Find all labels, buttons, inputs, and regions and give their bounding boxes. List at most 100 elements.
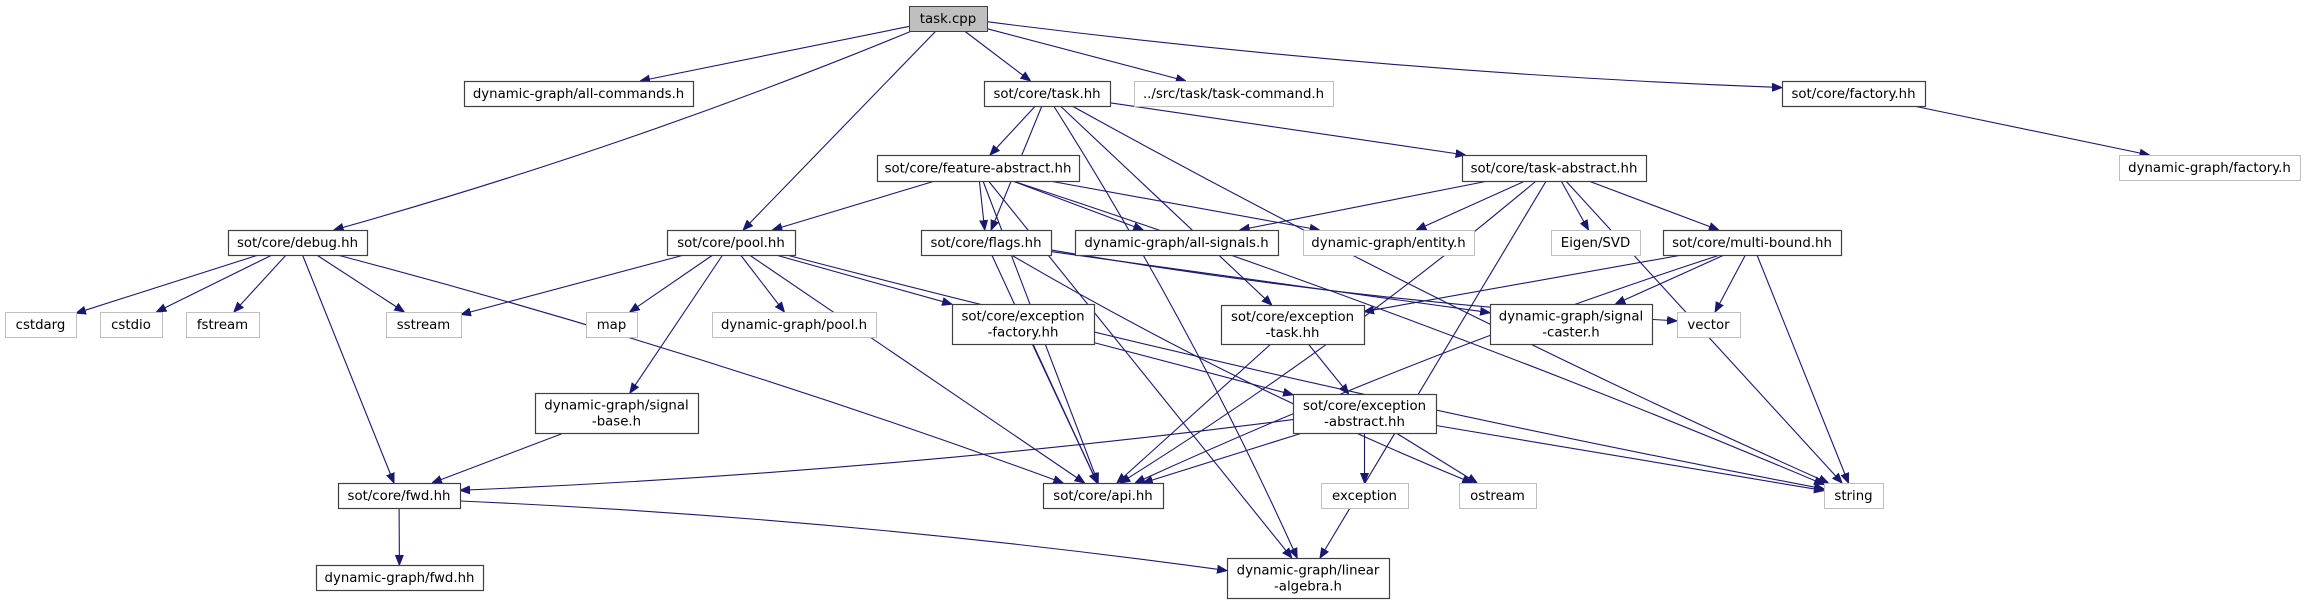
- node-label: dynamic-graph/entity.h: [1311, 236, 1465, 251]
- nodes-layer: task.cpp dynamic-graph/all-commands.h sot/…: [5, 6, 2301, 600]
- node-task-abstract[interactable]: sot/core/task-abstract.hh: [1461, 154, 1648, 183]
- node-label: sot/core/pool.hh: [677, 236, 785, 251]
- node-ostream: ostream: [1459, 483, 1537, 509]
- edge-factory-hh-to-dg-factory: [1913, 105, 2150, 155]
- node-all-commands[interactable]: dynamic-graph/all-commands.h: [463, 80, 695, 108]
- node-signal-caster[interactable]: dynamic-graph/signal-caster.h: [1489, 303, 1654, 346]
- node-exception-abstract[interactable]: sot/core/exception-abstract.hh: [1292, 393, 1438, 435]
- node-label: dynamic-graph/signal: [1499, 310, 1643, 325]
- node-label: Eigen/SVD: [1561, 236, 1630, 251]
- node-all-signals[interactable]: dynamic-graph/all-signals.h: [1074, 229, 1280, 257]
- node-entity-h: dynamic-graph/entity.h: [1303, 230, 1475, 256]
- node-box: [227, 229, 369, 257]
- node-label: ostream: [1470, 489, 1525, 504]
- edge-exception-task-to-exception-abstract: [1307, 343, 1348, 394]
- node-label: dynamic-graph/factory.h: [2128, 161, 2291, 176]
- node-exception: exception: [1321, 483, 1409, 509]
- node-label: cstdio: [111, 318, 151, 333]
- node-cstdarg: cstdarg: [5, 312, 77, 338]
- node-label: ../src/task/task-command.h: [1143, 87, 1324, 102]
- node-label: sot/core/exception: [1303, 399, 1426, 414]
- node-label: -caster.h: [1542, 326, 1599, 341]
- edge-task-cpp-to-all-commands: [640, 25, 910, 81]
- node-signal-base[interactable]: dynamic-graph/signal-base.h: [534, 392, 700, 435]
- node-label: dynamic-graph/signal: [544, 399, 688, 414]
- node-debug-hh[interactable]: sot/core/debug.hh: [227, 229, 369, 257]
- node-label: sot/core/factory.hh: [1791, 87, 1915, 102]
- node-label: sstream: [397, 318, 451, 333]
- node-dg-fwd[interactable]: dynamic-graph/fwd.hh: [315, 564, 485, 592]
- node-linear-algebra[interactable]: dynamic-graph/linear-algebra.h: [1226, 557, 1391, 600]
- node-fwd-hh[interactable]: sot/core/fwd.hh: [337, 482, 462, 510]
- node-label: sot/core/flags.hh: [930, 236, 1041, 251]
- node-box: [1292, 393, 1438, 435]
- edge-multi-bound-to-signal-caster: [1615, 254, 1725, 304]
- node-exception-task[interactable]: sot/core/exception-task.hh: [1220, 304, 1366, 346]
- node-label: dynamic-graph/pool.h: [721, 318, 867, 333]
- edge-pool-hh-to-signal-base: [630, 254, 724, 393]
- edge-feature-abstract-to-flags-hh: [978, 180, 984, 230]
- node-dg-factory: dynamic-graph/factory.h: [2119, 155, 2301, 181]
- node-label: sot/core/api.hh: [1053, 489, 1152, 504]
- node-label: vector: [1687, 318, 1730, 333]
- node-box: [1042, 482, 1165, 510]
- edge-task-abstract-to-multi-bound: [1588, 180, 1719, 230]
- edge-exception-factory-to-api-hh: [1031, 343, 1097, 483]
- node-label: dynamic-graph/all-commands.h: [473, 87, 684, 102]
- node-box: [666, 229, 797, 257]
- node-label: -algebra.h: [1274, 580, 1342, 595]
- node-dg-pool: dynamic-graph/pool.h: [712, 312, 877, 338]
- edge-debug-hh-to-fstream: [234, 254, 287, 312]
- node-box: [1134, 81, 1334, 107]
- node-box: [1220, 304, 1366, 346]
- edge-flags-hh-to-signal-caster: [1050, 251, 1490, 313]
- edge-exception-factory-to-exception-abstract: [1093, 342, 1293, 395]
- node-sstream: sstream: [386, 312, 462, 338]
- edge-task-hh-to-task-abstract: [1109, 102, 1466, 155]
- edge-pool-hh-to-sstream: [461, 254, 685, 315]
- edge-multi-bound-to-vector: [1715, 254, 1746, 312]
- edge-task-cpp-to-debug-hh: [334, 30, 912, 230]
- node-task-hh[interactable]: sot/core/task.hh: [983, 80, 1112, 108]
- node-feature-abstract[interactable]: sot/core/feature-abstract.hh: [876, 154, 1081, 183]
- node-flags-hh[interactable]: sot/core/flags.hh: [920, 229, 1053, 257]
- edge-exception-task-to-api-hh: [1117, 343, 1272, 483]
- node-label: string: [1834, 489, 1872, 504]
- node-label: sot/core/exception: [961, 310, 1084, 325]
- node-box: [1677, 312, 1741, 338]
- node-multi-bound[interactable]: sot/core/multi-bound.hh: [1662, 229, 1843, 257]
- edge-exception-abstract-to-fwd-hh: [460, 419, 1294, 491]
- node-box: [951, 303, 1096, 346]
- node-box: [586, 312, 638, 338]
- edge-pool-hh-to-exception-factory: [775, 254, 952, 304]
- edge-feature-abstract-to-all-signals: [1012, 180, 1144, 230]
- edge-multi-bound-to-exception-task: [1364, 254, 1683, 312]
- node-label: -abstract.hh: [1324, 415, 1405, 430]
- node-box: [337, 482, 462, 510]
- edge-signal-base-to-fwd-hh: [432, 432, 564, 483]
- edge-task-cpp-to-task-hh: [964, 30, 1031, 81]
- edge-task-cpp-to-factory-hh: [986, 21, 1782, 88]
- edge-debug-hh-to-fwd-hh: [301, 254, 395, 483]
- node-label: sot/core/task-abstract.hh: [1471, 162, 1638, 177]
- node-exception-factory[interactable]: sot/core/exception-factory.hh: [951, 303, 1096, 346]
- node-box: [1459, 483, 1537, 509]
- node-box: [712, 312, 877, 338]
- node-label: cstdarg: [16, 318, 66, 333]
- edge-exception-abstract-to-string: [1435, 424, 1824, 491]
- node-box: [1824, 483, 1884, 509]
- node-task-cpp[interactable]: task.cpp: [909, 6, 988, 32]
- node-api-hh[interactable]: sot/core/api.hh: [1042, 482, 1165, 510]
- node-box: [1662, 229, 1843, 257]
- edge-task-cpp-to-pool-hh: [743, 30, 937, 230]
- edge-debug-hh-to-api-hh: [337, 254, 1063, 483]
- node-map: map: [586, 312, 638, 338]
- node-factory-hh[interactable]: sot/core/factory.hh: [1781, 80, 1927, 108]
- node-pool-hh[interactable]: sot/core/pool.hh: [666, 229, 797, 257]
- node-box: [1551, 230, 1641, 256]
- node-label: sot/core/feature-abstract.hh: [885, 162, 1072, 177]
- node-box: [1303, 230, 1475, 256]
- node-label: -task.hh: [1266, 326, 1320, 341]
- edge-feature-abstract-to-entity-h: [1049, 180, 1320, 230]
